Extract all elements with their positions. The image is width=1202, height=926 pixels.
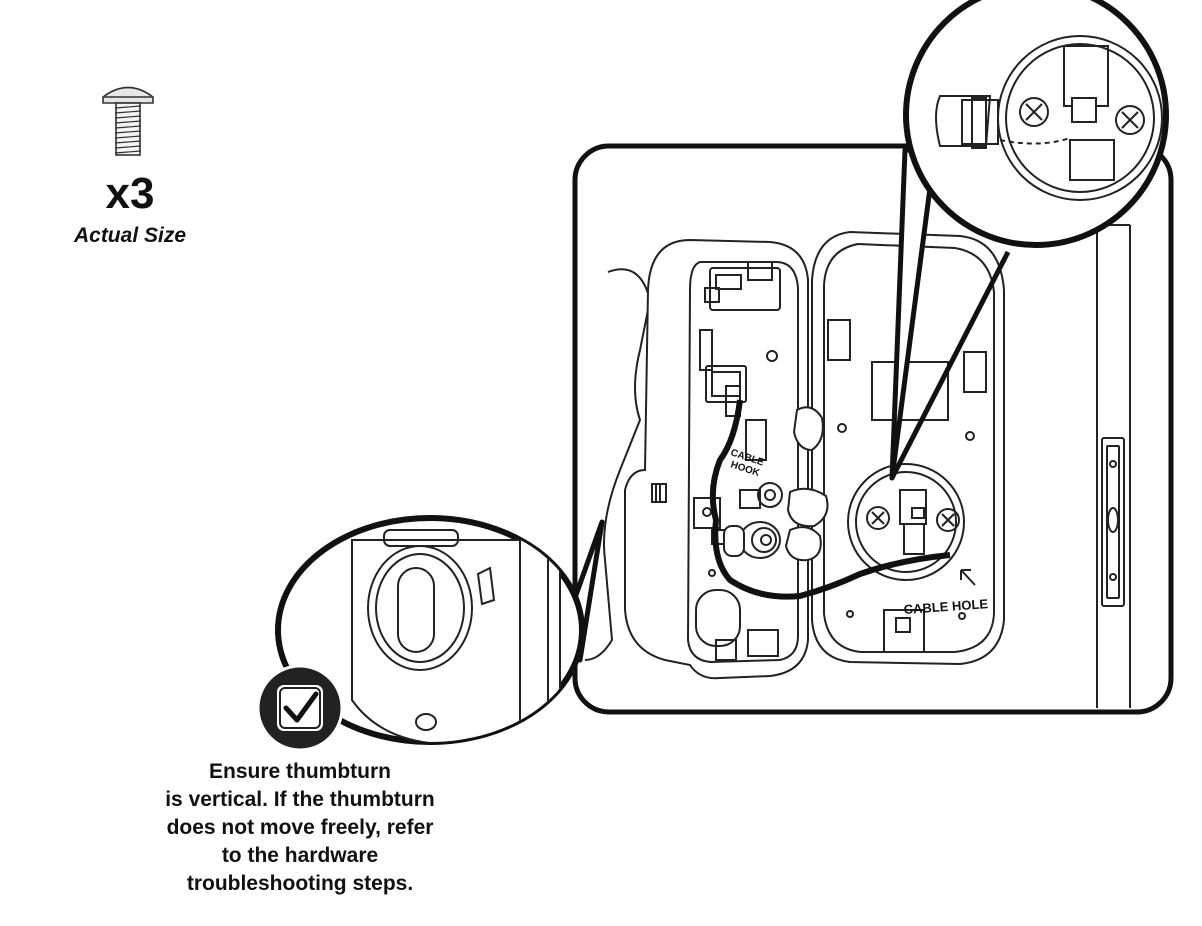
checkmark-icon	[256, 664, 344, 752]
screw-quantity: x3	[105, 169, 155, 218]
screw-icon	[102, 86, 154, 156]
door-edge	[1096, 224, 1131, 708]
instruction-line: does not move freely, refer	[166, 816, 434, 839]
cable-hole-label: CABLE HOLE	[903, 596, 989, 617]
instruction-line: is vertical. If the thumbturn	[165, 788, 435, 811]
interior-lock-housing	[624, 238, 809, 680]
connector-zoom-callout	[889, 0, 1169, 481]
detail-frame	[572, 143, 1174, 715]
hand-outline	[584, 268, 652, 661]
instruction-line: Ensure thumbturn	[209, 760, 391, 783]
cable-hole-arrow-icon	[960, 569, 976, 586]
instruction-line: to the hardware	[221, 844, 379, 867]
spindle-assembly	[723, 406, 829, 562]
instruction-line: troubleshooting steps.	[186, 872, 414, 895]
thumbturn-zoom-callout	[275, 515, 605, 745]
cable	[709, 399, 951, 600]
actual-size-note: Actual Size	[73, 224, 187, 247]
instruction-caption: Ensure thumbturn is vertical. If the thu…	[120, 758, 480, 898]
